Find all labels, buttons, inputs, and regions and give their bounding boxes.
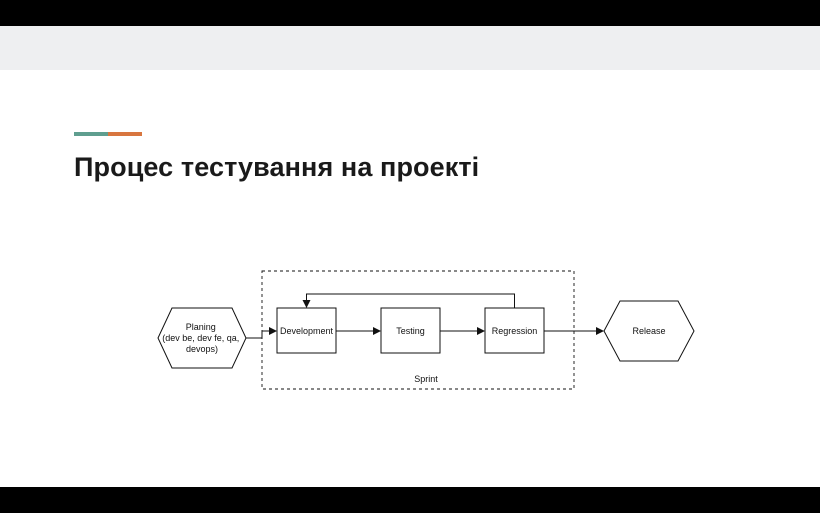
planing-node-line-2: (dev be, dev fe, qa, (162, 333, 239, 343)
testing-node: Testing (380, 307, 441, 354)
planing-node: Planing (dev be, dev fe, qa, devops) (157, 307, 247, 369)
process-diagram: Sprint Planing (dev be, dev fe, qa, devo… (157, 270, 695, 390)
release-node: Release (603, 300, 695, 362)
arrow-regression-loop-to-development (302, 293, 515, 308)
release-node-label: Release (632, 326, 665, 336)
accent-segment-teal (74, 132, 108, 136)
title-accent-line (74, 132, 142, 136)
accent-segment-orange (108, 132, 142, 136)
presentation-slide: Процес тестування на проекті Sprint Plan… (0, 26, 820, 487)
planing-node-line-1: Planing (186, 322, 216, 332)
slide-title: Процес тестування на проекті (74, 152, 480, 182)
regression-node-label: Regression (492, 326, 538, 336)
sprint-group-label: Sprint (414, 374, 438, 384)
sprint-group-box (261, 270, 575, 390)
development-node: Development (276, 307, 337, 354)
testing-node-label: Testing (396, 326, 425, 336)
planing-node-line-3: devops) (186, 344, 218, 354)
slide-top-band (0, 26, 820, 70)
regression-node: Regression (484, 307, 545, 354)
arrow-planing-to-development (246, 327, 277, 339)
svg-text:Planing (dev be, dev: Planing (dev be, dev fe, qa, devops) (162, 322, 242, 354)
development-node-label: Development (280, 326, 334, 336)
